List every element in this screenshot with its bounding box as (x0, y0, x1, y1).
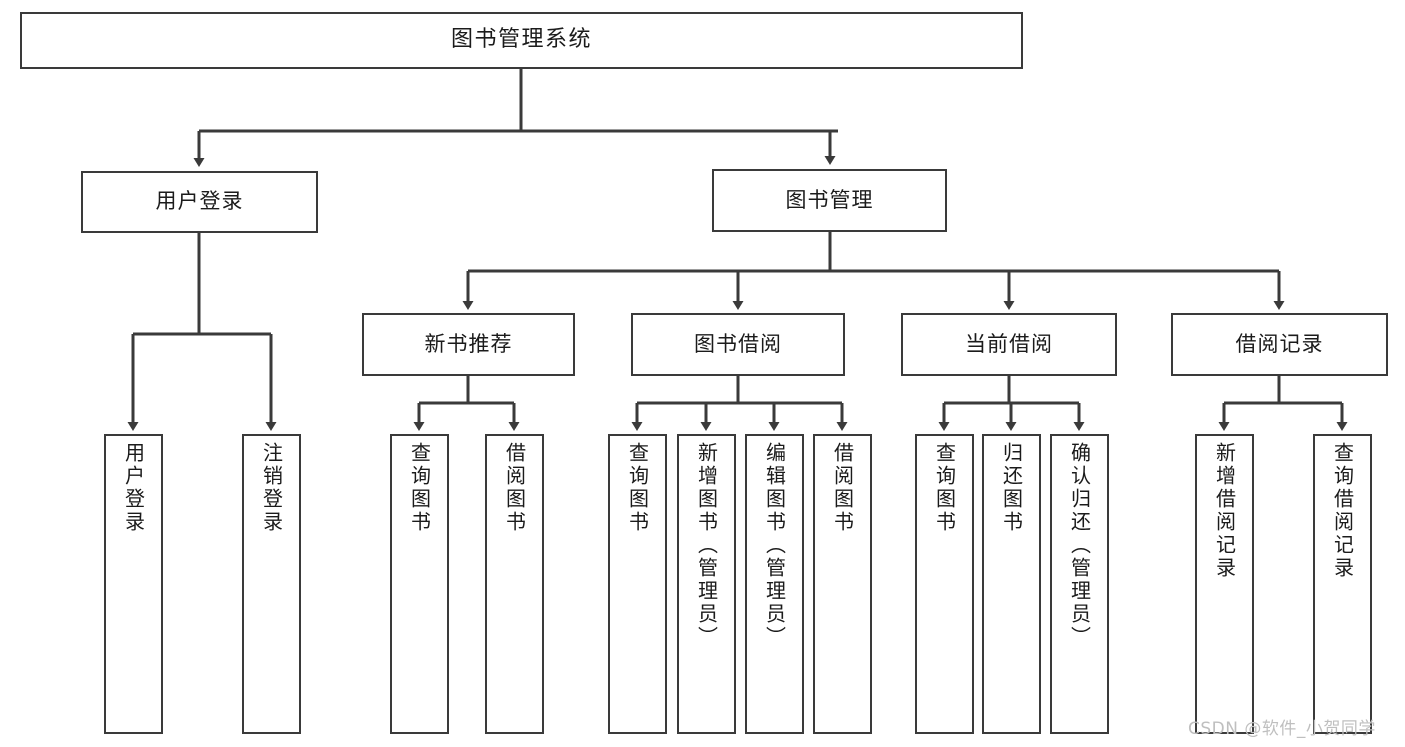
node-label: 编辑图书（管理员） (762, 442, 787, 649)
leaf-borrow-book[interactable]: 借阅图书 (813, 434, 872, 734)
leaf-query-book-current[interactable]: 查询图书 (915, 434, 974, 734)
node-label: 归还图书 (999, 442, 1024, 534)
node-label: 注销登录 (259, 442, 284, 534)
leaf-user-login[interactable]: 用户登录 (104, 434, 163, 734)
leaf-borrow-book-recommend[interactable]: 借阅图书 (485, 434, 544, 734)
leaf-confirm-return-admin[interactable]: 确认归还（管理员） (1050, 434, 1109, 734)
leaf-add-book-admin[interactable]: 新增图书（管理员） (677, 434, 736, 734)
csdn-watermark: CSDN @软件_小贺同学 (1188, 719, 1376, 739)
node-label: 用户登录 (121, 442, 146, 534)
node-label: 新增图书（管理员） (694, 442, 719, 649)
node-user-login[interactable]: 用户登录 (81, 171, 318, 233)
node-label: 新书推荐 (424, 331, 513, 356)
node-label: 借阅图书 (830, 442, 855, 534)
node-borrow-record[interactable]: 借阅记录 (1171, 313, 1388, 376)
node-book-management[interactable]: 图书管理 (712, 169, 947, 232)
node-new-book-recommend[interactable]: 新书推荐 (362, 313, 575, 376)
node-label: 确认归还（管理员） (1067, 442, 1092, 649)
node-root-book-management-system[interactable]: 图书管理系统 (20, 12, 1023, 69)
node-label: 新增借阅记录 (1212, 442, 1237, 580)
node-label: 图书管理 (785, 187, 874, 212)
node-label: 查询图书 (625, 442, 650, 534)
node-current-borrow[interactable]: 当前借阅 (901, 313, 1117, 376)
node-label: 借阅记录 (1235, 331, 1324, 356)
leaf-edit-book-admin[interactable]: 编辑图书（管理员） (745, 434, 804, 734)
leaf-return-book[interactable]: 归还图书 (982, 434, 1041, 734)
node-label: 当前借阅 (965, 331, 1053, 356)
node-label: 用户登录 (155, 189, 244, 214)
leaf-add-borrow-record[interactable]: 新增借阅记录 (1195, 434, 1254, 734)
node-label: 查询借阅记录 (1330, 442, 1355, 580)
node-label: 图书管理系统 (450, 27, 592, 53)
leaf-query-book-recommend[interactable]: 查询图书 (390, 434, 449, 734)
node-label: 借阅图书 (502, 442, 527, 534)
leaf-logout[interactable]: 注销登录 (242, 434, 301, 734)
node-label: 查询图书 (407, 442, 432, 534)
node-label: 图书借阅 (694, 331, 782, 356)
leaf-query-book-borrow[interactable]: 查询图书 (608, 434, 667, 734)
node-book-borrow[interactable]: 图书借阅 (631, 313, 845, 376)
node-label: 查询图书 (932, 442, 957, 534)
leaf-query-borrow-record[interactable]: 查询借阅记录 (1313, 434, 1372, 734)
